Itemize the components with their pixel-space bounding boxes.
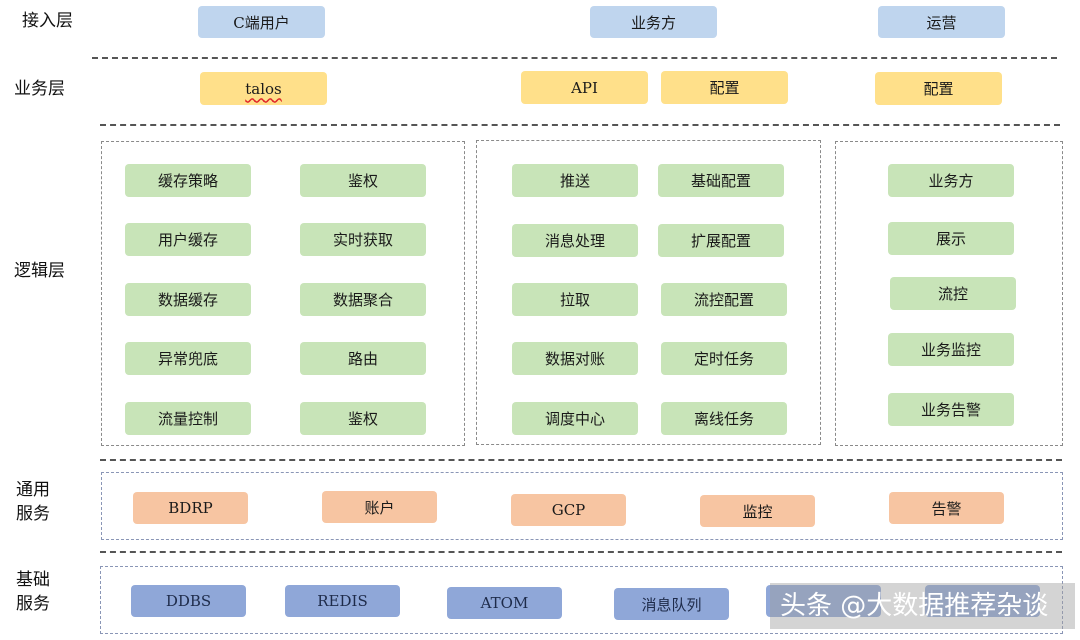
separator-business-logic: [100, 124, 1060, 126]
logic-node-business-party: 业务方: [888, 164, 1014, 197]
base-node-atom: ATOM: [447, 587, 562, 619]
logic-node-offline-task: 离线任务: [661, 402, 787, 435]
layer-label-common: 通用 服务: [16, 480, 50, 524]
separator-logic-common: [100, 459, 1062, 461]
logic-node-realtime-fetch: 实时获取: [300, 223, 426, 256]
logic-node-flow-control-config: 流控配置: [661, 283, 787, 316]
base-node-redis: REDIS: [285, 585, 400, 617]
logic-node-data-reconciliation: 数据对账: [512, 342, 638, 375]
base-node-6: [925, 585, 1040, 617]
logic-node-traffic-control: 流量控制: [125, 402, 251, 435]
access-node-operations: 运营: [878, 6, 1005, 38]
logic-group-push: [476, 140, 821, 445]
layer-label-base: 基础 服务: [16, 570, 50, 614]
business-node-config-2: 配置: [875, 72, 1002, 105]
access-node-c-user: C端用户: [198, 6, 325, 38]
logic-node-scheduled-task: 定时任务: [661, 342, 787, 375]
logic-node-data-aggregation: 数据聚合: [300, 283, 426, 316]
logic-node-cache-strategy: 缓存策略: [125, 164, 251, 197]
logic-node-push: 推送: [512, 164, 638, 197]
base-node-5: [766, 585, 881, 617]
logic-node-routing: 路由: [300, 342, 426, 375]
separator-access-business: [92, 57, 1057, 59]
logic-node-base-config: 基础配置: [658, 164, 784, 197]
logic-node-business-alert: 业务告警: [888, 393, 1014, 426]
logic-node-user-cache: 用户缓存: [125, 223, 251, 256]
logic-node-auth-2: 鉴权: [300, 402, 426, 435]
watermark: 头条 @大数据推荐杂谈: [770, 583, 1075, 629]
logic-node-flow-control: 流控: [890, 277, 1016, 310]
logic-node-auth: 鉴权: [300, 164, 426, 197]
business-node-label: talos: [245, 79, 282, 98]
common-node-account: 账户: [322, 491, 437, 523]
logic-node-business-monitoring: 业务监控: [888, 333, 1014, 366]
logic-node-scheduling-center: 调度中心: [512, 402, 638, 435]
layer-label-logic: 逻辑层: [14, 261, 65, 281]
business-node-config-1: 配置: [661, 71, 788, 104]
business-node-api: API: [521, 71, 648, 104]
logic-node-display: 展示: [888, 222, 1014, 255]
base-node-ddbs: DDBS: [131, 585, 246, 617]
logic-node-exception-fallback: 异常兜底: [125, 342, 251, 375]
business-node-talos: talos: [200, 72, 327, 105]
base-node-message-queue: 消息队列: [614, 588, 729, 620]
logic-node-message-processing: 消息处理: [512, 224, 638, 257]
common-node-alert: 告警: [889, 492, 1004, 524]
logic-node-extended-config: 扩展配置: [658, 224, 784, 257]
common-node-gcp: GCP: [511, 494, 626, 526]
access-node-business-party: 业务方: [590, 6, 717, 38]
base-services-group: [100, 566, 1063, 634]
logic-node-pull: 拉取: [512, 283, 638, 316]
common-node-monitoring: 监控: [700, 495, 815, 527]
logic-node-data-cache: 数据缓存: [125, 283, 251, 316]
layer-label-business: 业务层: [14, 79, 65, 99]
common-node-bdrp: BDRP: [133, 492, 248, 524]
logic-group-cache: [101, 141, 465, 446]
separator-common-base: [100, 551, 1062, 553]
layer-label-access: 接入层: [22, 11, 73, 31]
logic-group-business: [835, 141, 1063, 446]
common-services-group: [101, 472, 1063, 540]
